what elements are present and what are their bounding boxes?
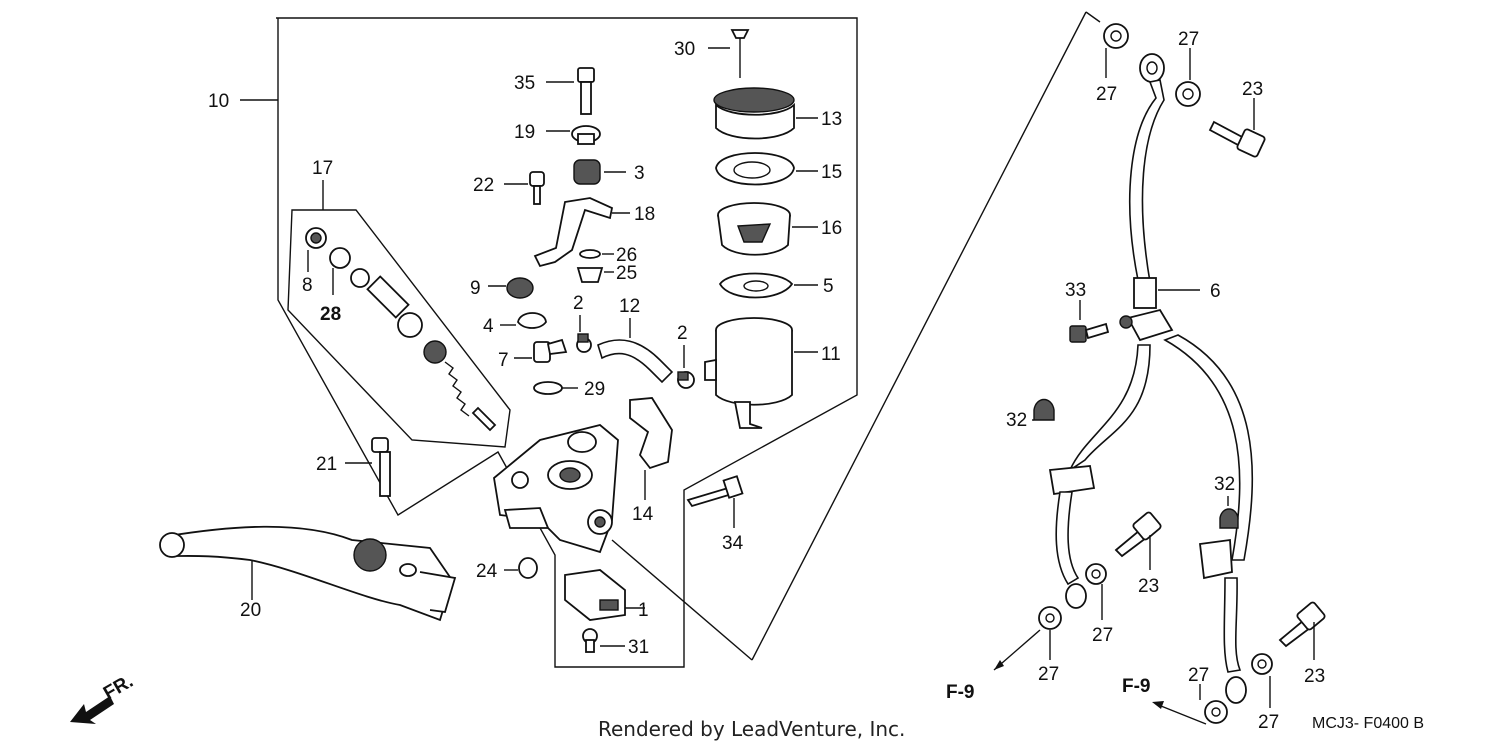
callout-23b: 23 [1138, 576, 1159, 597]
reservoir-bracket [533, 197, 614, 268]
ref-f9-left: F-9 [946, 682, 975, 703]
nut-25 [576, 267, 604, 283]
handlebar-clamp [629, 397, 673, 470]
bolt-34 [686, 475, 744, 508]
callout-5: 5 [823, 276, 834, 297]
diaphragm [717, 202, 791, 256]
brake-lever [159, 525, 457, 622]
callout-17: 17 [312, 158, 333, 179]
callout-22: 22 [473, 175, 494, 196]
reservoir-tank [704, 317, 793, 429]
banjo-bolt-lower [1278, 601, 1326, 648]
callout-23a: 23 [1242, 79, 1263, 100]
hose-clip-a [576, 333, 592, 353]
ref-f9-right: F-9 [1122, 676, 1151, 697]
reservoir-cap [713, 87, 795, 140]
plate-5 [718, 272, 794, 299]
banjo-bolt-middle [1114, 511, 1162, 558]
callout-32b: 32 [1214, 474, 1235, 495]
callout-13: 13 [821, 109, 842, 130]
callout-19: 19 [514, 122, 535, 143]
brake-hose-upper [1128, 53, 1165, 309]
diagram-code: MCJ3- F0400 B [1312, 715, 1424, 732]
piston-kit-parts [305, 227, 497, 432]
callout-2a: 2 [573, 293, 584, 314]
callout-14: 14 [632, 504, 654, 525]
bolt-35 [577, 67, 595, 115]
callout-1: 1 [638, 600, 649, 621]
grommet-3 [573, 159, 601, 185]
callout-28: 28 [320, 304, 341, 325]
callout-32a: 32 [1006, 410, 1027, 431]
callout-10: 10 [208, 91, 229, 112]
callout-2b: 2 [677, 323, 688, 344]
credit-text: Rendered by LeadVenture, Inc. [598, 717, 905, 741]
collar-19 [571, 125, 601, 145]
cap-32a [1033, 398, 1055, 421]
callout-18: 18 [634, 204, 655, 225]
front-direction-arrow [70, 696, 114, 724]
callout-27e: 27 [1258, 712, 1279, 733]
callout-27f: 27 [1188, 665, 1209, 686]
callout-15: 15 [821, 162, 842, 183]
callout-12: 12 [619, 296, 640, 317]
grommet-9 [506, 277, 534, 299]
joint-7 [533, 338, 568, 363]
callout-24: 24 [476, 561, 498, 582]
callout-9: 9 [470, 278, 481, 299]
hose-clip-b [677, 371, 695, 389]
bolt-33 [1069, 322, 1110, 343]
brake-switch [564, 569, 626, 621]
callout-31: 31 [628, 637, 649, 658]
callout-16: 16 [821, 218, 842, 239]
f9-arrow-right [1155, 703, 1207, 725]
callout-30: 30 [674, 39, 695, 60]
callout-4: 4 [483, 316, 494, 337]
callout-33: 33 [1065, 280, 1086, 301]
banjo-bolt-upper [1208, 120, 1266, 158]
callout-29: 29 [584, 379, 605, 400]
sealing-washers [1038, 23, 1273, 724]
reservoir-hose [597, 339, 674, 384]
callout-11: 11 [821, 344, 841, 365]
screw-22 [529, 171, 545, 205]
assembly-outline [276, 17, 858, 668]
connector-line [611, 539, 753, 661]
callout-6: 6 [1210, 281, 1221, 302]
washer-26 [579, 249, 601, 259]
three-way-joint [1119, 308, 1174, 342]
callout-20: 20 [240, 600, 261, 621]
callout-27c: 27 [1092, 625, 1113, 646]
callout-35: 35 [514, 73, 535, 94]
pivot-bolt-21 [371, 437, 391, 497]
callout-8: 8 [302, 275, 313, 296]
callout-21: 21 [316, 454, 337, 475]
callout-27b: 27 [1178, 29, 1199, 50]
brake-hose-right [1163, 334, 1254, 704]
callout-3: 3 [634, 163, 645, 184]
callout-27a: 27 [1096, 84, 1117, 105]
cap-24 [518, 557, 538, 579]
screw-30 [730, 29, 750, 78]
callout-23c: 23 [1304, 666, 1325, 687]
callout-25: 25 [616, 263, 637, 284]
brake-hose-left [1048, 344, 1151, 609]
screw-31 [582, 628, 598, 653]
washer-29 [533, 381, 563, 395]
clip-4 [517, 312, 547, 329]
callout-34: 34 [722, 533, 744, 554]
cap-32b [1219, 508, 1239, 529]
piston-kit-outline [287, 209, 511, 448]
callout-26: 26 [616, 245, 637, 266]
callout-7: 7 [498, 350, 509, 371]
master-cylinder-body [493, 424, 619, 554]
diaphragm-plate [715, 152, 795, 186]
callout-27d: 27 [1038, 664, 1059, 685]
